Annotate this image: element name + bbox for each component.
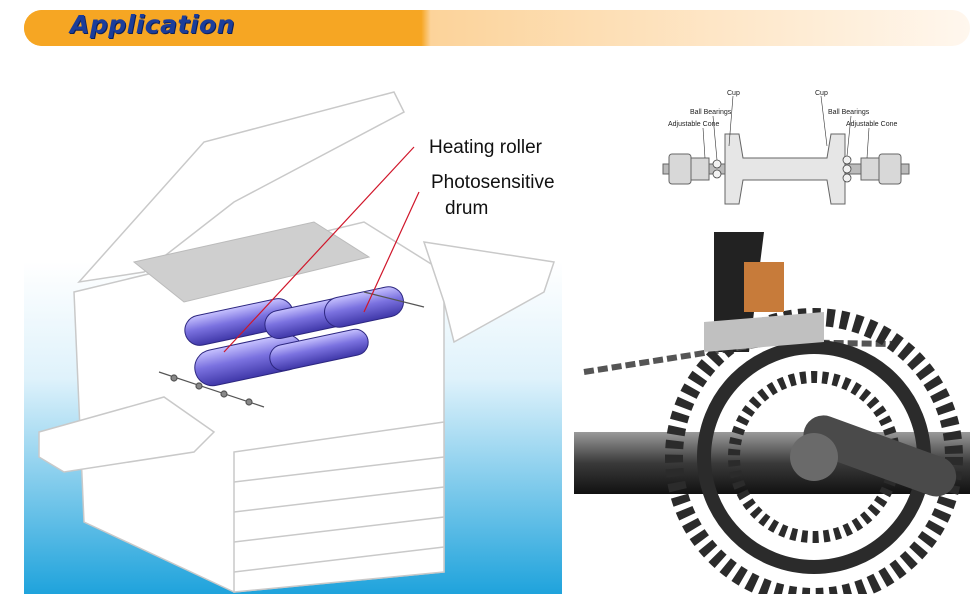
hub-label-adjustable-cone-right: Adjustable Cone [846,121,898,128]
hub-label-cup-right: Cup [815,90,828,97]
copier-illustration [24,52,562,594]
hub-label-adjustable-cone-left: Adjustable Cone [668,121,720,128]
banner-shape [24,10,970,46]
heating-roller-label: Heating roller [429,137,542,158]
photosensitive-drum-label-line1: Photosensitive [431,172,555,193]
hub-label-ball-bearings-left: Ball Bearings [690,109,732,116]
hub-label-ball-bearings-right: Ball Bearings [828,109,870,116]
header-banner [24,10,970,46]
photosensitive-drum-label-line2: drum [445,198,489,219]
hub-label-cup-left: Cup [727,90,740,97]
page-title: Application [70,10,235,39]
bicycle-hub-diagram [655,84,917,224]
bicycle-crankset-icon [574,232,970,599]
